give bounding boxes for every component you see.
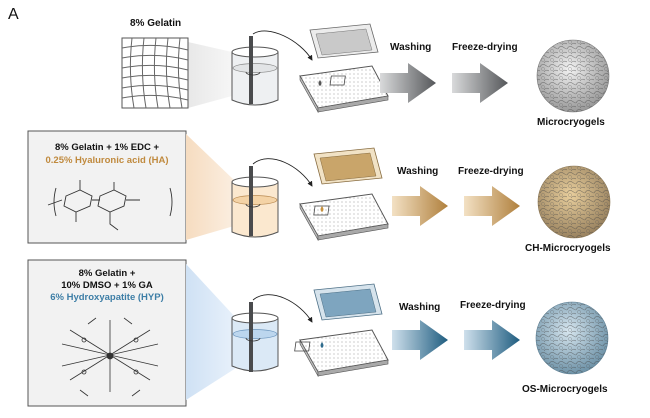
row2-material-highlight: 0.25% Hyaluronic acid (HA) <box>45 155 169 166</box>
row1-fan <box>188 42 232 108</box>
row1-step-freeze-drying: Freeze-drying <box>452 42 518 53</box>
hyp-structure <box>61 317 159 397</box>
mold-plate-ch <box>299 147 389 242</box>
panel-letter: A <box>8 6 19 23</box>
row3-material-highlight: 6% Hydroxyapatite (HYP) <box>50 292 164 303</box>
row3-step-washing: Washing <box>399 302 441 313</box>
gelatin-mesh <box>121 37 189 109</box>
row-gelatin <box>121 23 610 114</box>
row-os <box>27 259 609 407</box>
row3-step-freeze-drying: Freeze-drying <box>460 300 526 311</box>
row2-arrow-freeze <box>464 186 520 226</box>
beaker-os <box>231 294 313 372</box>
row2-step-freeze-drying: Freeze-drying <box>458 166 524 177</box>
row3-material-box <box>27 259 187 407</box>
ha-structure <box>47 180 173 231</box>
mold-plate-os <box>294 283 389 378</box>
row-ch <box>27 130 611 244</box>
row3-arrow-washing <box>392 320 448 360</box>
row3-product-label: OS-Microcryogels <box>522 384 608 395</box>
row2-step-washing: Washing <box>397 166 439 177</box>
row3-fan <box>186 264 236 400</box>
row1-product-label: Microcryogels <box>537 117 605 128</box>
beaker-ch <box>231 158 313 238</box>
row1-material-label: 8% Gelatin <box>130 18 182 29</box>
row1-arrows <box>380 63 508 103</box>
os-microcryogel-sphere <box>535 301 609 375</box>
row2-fan <box>186 134 234 240</box>
row2-product-label: CH-Microcryogels <box>525 243 611 254</box>
row1-arrow-freeze <box>452 63 508 103</box>
row1-arrow-washing <box>380 63 436 103</box>
ch-microcryogel-sphere <box>537 165 611 239</box>
mold-plate-gelatin <box>299 23 389 114</box>
row2-material-line-1: 8% Gelatin + 1% EDC + <box>54 142 159 153</box>
row3-material-line-1: 8% Gelatin + <box>78 268 136 279</box>
row2-arrows <box>392 186 520 226</box>
row3-arrow-freeze <box>464 320 520 360</box>
beaker-gelatin <box>231 30 313 106</box>
row3-material-line-2: 10% DMSO + 1% GA <box>61 280 153 291</box>
microcryogel-sphere <box>536 39 610 113</box>
row3-arrows <box>392 320 520 360</box>
row2-arrow-washing <box>392 186 448 226</box>
row1-step-washing: Washing <box>390 42 432 53</box>
